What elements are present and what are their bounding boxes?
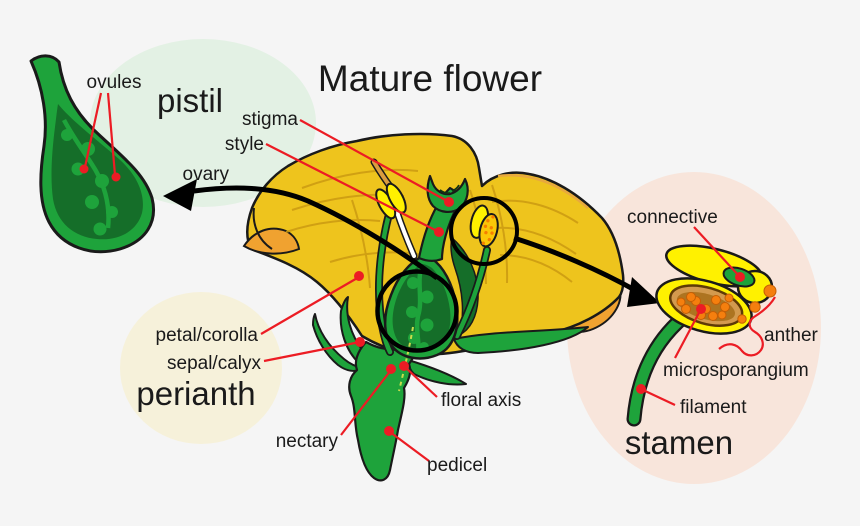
heading-pistil: pistil — [157, 82, 223, 119]
pistil-detail-illustration — [29, 54, 155, 254]
label-style: style — [225, 134, 264, 155]
perianth-bubble — [120, 292, 282, 444]
dot-petal — [354, 271, 364, 281]
dot-microsporangium — [696, 304, 706, 314]
arrow-to-pistil-detail — [193, 185, 439, 281]
leader-dots — [79, 164, 745, 436]
page-title: Mature flower — [318, 58, 542, 99]
left-style-line — [395, 210, 416, 258]
label-microsporangium: microsporangium — [663, 360, 809, 381]
leader-nectary — [340, 369, 392, 436]
leader-lines — [83, 92, 776, 462]
leader-floral-axis — [404, 366, 438, 398]
left-stamen — [370, 158, 418, 356]
dot-nectary — [386, 364, 396, 374]
petal-fold-crease — [252, 207, 273, 250]
leader-microsporangium — [674, 308, 702, 359]
arrow-to-stamen-detail-head — [627, 277, 660, 307]
magnifier-annotations — [163, 179, 660, 353]
label-ovules: ovules — [87, 72, 142, 93]
dot-ovule-a — [79, 164, 89, 174]
leader-stigma — [299, 119, 450, 203]
labels: Mature flower pistil ovules stigma style… — [87, 58, 819, 476]
ovary-ovule-chain — [406, 266, 434, 353]
label-stigma: stigma — [242, 109, 298, 130]
right-anther — [469, 204, 499, 248]
label-nectary: nectary — [276, 431, 339, 452]
heading-perianth: perianth — [136, 375, 255, 412]
right-anther-pollen-dots — [481, 215, 495, 245]
ovary-shape — [383, 254, 459, 360]
pistil-bubble — [90, 39, 316, 207]
label-sepal-calyx: sepal/calyx — [167, 353, 261, 374]
leader-sepal — [263, 340, 361, 363]
petal-edge-highlight — [497, 174, 589, 209]
stamen-detail-illustration — [626, 244, 777, 427]
dot-stigma — [444, 197, 454, 207]
ovary-magnifier-circle — [375, 269, 459, 353]
heading-stamen: stamen — [625, 424, 733, 461]
leader-style — [265, 143, 440, 233]
label-petal-corolla: petal/corolla — [156, 325, 259, 346]
dot-floral-axis — [399, 361, 409, 371]
label-floral-axis: floral axis — [441, 390, 521, 411]
sepal-right-long — [453, 326, 589, 354]
leader-filament — [642, 389, 676, 406]
label-pedicel: pedicel — [427, 455, 487, 476]
flower-illustration — [242, 132, 625, 482]
right-filament — [454, 247, 490, 339]
detail-pollen-grains — [676, 292, 734, 321]
right-stamen — [453, 204, 499, 340]
anther-magnifier-circle — [449, 196, 519, 266]
sepal-calyx-shapes — [312, 296, 589, 386]
stigma-notch-marks — [439, 184, 460, 195]
sepal-left-outer — [312, 313, 364, 372]
dot-sepal — [355, 337, 365, 347]
label-connective: connective — [627, 207, 718, 228]
label-ovary: ovary — [183, 164, 230, 185]
dot-style — [434, 227, 444, 237]
dot-filament — [636, 384, 646, 394]
floral-axis-dashed-line — [398, 326, 414, 392]
dot-ovule-b — [111, 172, 121, 182]
anther-brace-squiggle — [718, 296, 776, 357]
stigma-shape — [426, 174, 469, 213]
leader-petal — [260, 276, 360, 335]
arrow-to-stamen-detail — [513, 235, 642, 296]
dot-connective — [735, 272, 745, 282]
label-anther: anther — [764, 325, 819, 346]
detail-loose-pollen-grains — [737, 284, 777, 324]
leader-ovules-a — [83, 92, 103, 168]
leader-connective — [693, 226, 741, 278]
leader-pedicel — [389, 431, 430, 462]
leader-ovules-b — [106, 92, 117, 176]
arrow-to-pistil-detail-head — [163, 179, 197, 211]
label-filament: filament — [680, 397, 747, 418]
dot-pedicel — [384, 426, 394, 436]
